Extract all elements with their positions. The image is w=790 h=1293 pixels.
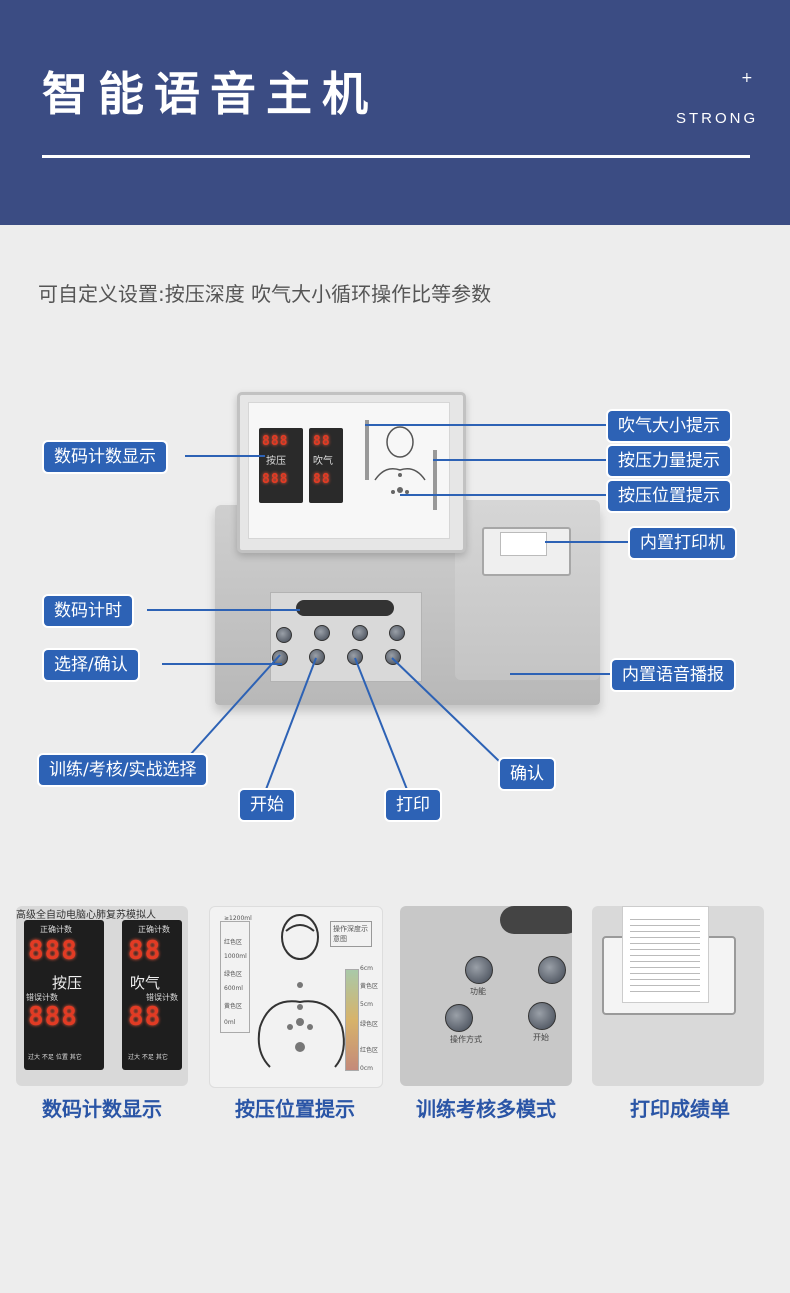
page-title: 智能语音主机: [42, 67, 378, 121]
thumb-digital-count: 高级全自动电脑心肺复苏模拟人 正确计数 888 按压 错误计数 888 过大 不…: [16, 906, 188, 1086]
press-counter-top: 888: [262, 434, 289, 449]
device-illustration: 888 按压 888 88 吹气 88: [0, 380, 790, 740]
function-knob-3[interactable]: [352, 625, 368, 641]
thumb1-press-panel: [24, 920, 104, 1070]
start-button[interactable]: [309, 649, 325, 665]
function-knob-2[interactable]: [314, 625, 330, 641]
thumb1-blow-label: 吹气: [130, 974, 161, 992]
thumb2-right-zone-1: 黄色区: [360, 983, 379, 990]
blow-counter-bottom: 88: [313, 472, 331, 487]
thumb3-mode-label: 操作方式: [450, 1035, 482, 1044]
thumb3-function-knob: [465, 956, 493, 984]
thumb3-up-knob: [538, 956, 566, 984]
thumb-caption-1: 数码计数显示: [42, 1097, 162, 1121]
thumb1-blow-correct-label: 正确计数: [138, 925, 170, 934]
thumb2-note: 操作深度示意图: [330, 921, 372, 947]
thumb3-display: [500, 906, 572, 934]
callout-press-force: 按压力量提示: [608, 446, 730, 476]
thumb2-right-zone-3: 红色区: [360, 1047, 379, 1054]
callout-press-position: 按压位置提示: [608, 481, 730, 511]
thumb1-press-flags: 过大 不足 位置 其它: [28, 1054, 82, 1061]
callout-print: 打印: [386, 790, 440, 820]
thumb1-blow-error-label: 错误计数: [146, 993, 178, 1002]
press-counter-bottom: 888: [262, 472, 289, 487]
thumb2-right-tick-3: 0cm: [360, 1065, 373, 1072]
header-divider: [42, 155, 750, 158]
thumb2-left-zone-2: 绿色区: [224, 971, 243, 978]
function-knob-1[interactable]: [276, 627, 292, 643]
callout-confirm: 确认: [500, 759, 554, 789]
thumb3-start-label: 开始: [533, 1033, 549, 1042]
thumb1-press-top: 888: [28, 936, 78, 966]
press-counter-block: [259, 428, 303, 503]
thumb1-banner: 高级全自动电脑心肺复苏模拟人: [16, 910, 156, 921]
thumb-caption-2: 按压位置提示: [235, 1097, 355, 1121]
brand-label: STRONG: [676, 110, 759, 127]
thumb2-right-tick-1: 6cm: [360, 965, 373, 972]
thumb1-press-bottom: 888: [28, 1002, 78, 1032]
blow-counter-block: [309, 428, 343, 503]
blow-label: 吹气: [313, 456, 333, 467]
callout-digital-count: 数码计数显示: [44, 442, 166, 472]
thumb-print-report: [592, 906, 764, 1086]
plus-icon: +: [741, 70, 753, 86]
callout-start: 开始: [240, 790, 294, 820]
callout-voice: 内置语音播报: [612, 660, 734, 690]
blow-scale-bar: [365, 420, 369, 480]
thumb1-press-correct-label: 正确计数: [40, 925, 72, 934]
thumb2-left-tick-4: 0ml: [224, 1019, 236, 1026]
thumb1-blow-bottom: 88: [128, 1002, 162, 1032]
thumb2-left-tick-1: ≥1200ml: [224, 915, 252, 922]
thumb-press-position: ≥1200ml 红色区 1000ml 绿色区 600ml 黄色区 0ml 操作深…: [209, 906, 383, 1088]
thumb2-left-tick-2: 1000ml: [224, 953, 247, 960]
timer-display: [296, 600, 394, 616]
header-banner: 智能语音主机 + STRONG: [0, 0, 790, 225]
thumb2-right-zone-2: 绿色区: [360, 1021, 379, 1028]
confirm-button[interactable]: [385, 649, 401, 665]
callout-select-confirm: 选择/确认: [44, 650, 138, 680]
thumb1-blow-panel: [122, 920, 182, 1070]
thumb2-left-zone-1: 红色区: [224, 939, 243, 946]
thumb2-right-tick-2: 5cm: [360, 1001, 373, 1008]
thumb-caption-4: 打印成绩单: [630, 1097, 730, 1121]
thumb3-function-label: 功能: [470, 987, 486, 996]
printer-slot: [482, 527, 571, 576]
callout-blow-size: 吹气大小提示: [608, 411, 730, 441]
function-knob-4[interactable]: [389, 625, 405, 641]
mode-select-button[interactable]: [272, 650, 288, 666]
thumb4-receipt-lines: [630, 914, 700, 994]
thumb2-body-icon: [257, 914, 345, 1068]
subtitle: 可自定义设置:按压深度 吹气大小循环操作比等参数: [38, 282, 492, 306]
thumb2-right-scale: [345, 969, 359, 1071]
press-label: 按压: [266, 456, 286, 467]
thumb3-start-knob: [528, 1002, 556, 1030]
thumb1-blow-flags: 过大 不足 其它: [128, 1054, 168, 1061]
thumb-caption-3: 训练考核多模式: [416, 1097, 556, 1121]
thumb-multi-mode: 功能 操作方式 开始: [400, 906, 572, 1086]
thumb2-left-scale: [220, 921, 250, 1033]
thumb1-press-label: 按压: [52, 974, 83, 992]
callout-mode-select: 训练/考核/实战选择: [39, 755, 207, 785]
print-button[interactable]: [347, 649, 363, 665]
callout-digital-timer: 数码计时: [44, 596, 132, 626]
thumb3-mode-knob: [445, 1004, 473, 1032]
callout-printer: 内置打印机: [630, 528, 735, 558]
body-outline-icon: [374, 426, 426, 494]
printer-paper: [500, 532, 547, 556]
thumb1-blow-top: 88: [128, 936, 162, 966]
thumb1-press-error-label: 错误计数: [26, 993, 58, 1002]
thumb2-left-zone-3: 黄色区: [224, 1003, 243, 1010]
blow-counter-top: 88: [313, 434, 331, 449]
press-scale-bar: [433, 450, 437, 510]
thumb2-left-tick-3: 600ml: [224, 985, 243, 992]
